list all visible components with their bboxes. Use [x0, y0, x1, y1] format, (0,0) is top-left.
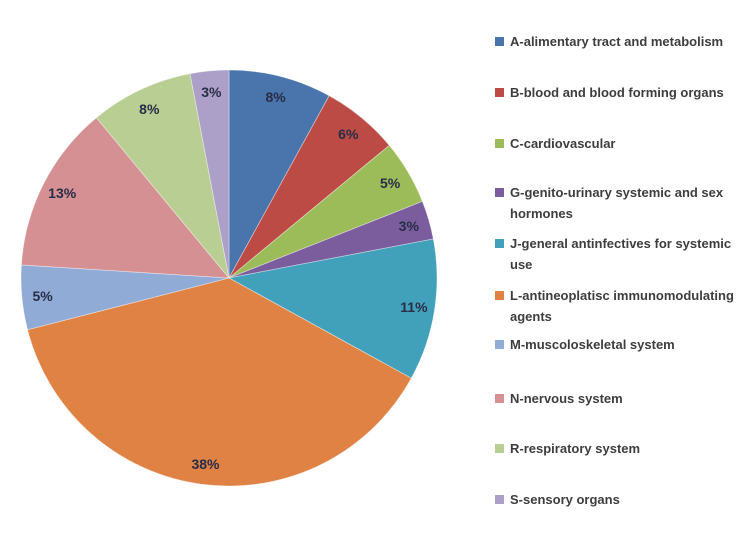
- legend-marker-icon: [495, 239, 504, 248]
- legend-marker-icon: [495, 340, 504, 349]
- legend-label: M-muscoloskeletal system: [510, 337, 675, 352]
- legend-item-C: C-cardiovascular: [495, 133, 747, 154]
- legend-item-L: L-antineoplatisc immunomodulating agents: [495, 285, 747, 327]
- pie-slice-J: [227, 238, 438, 379]
- legend-label: B-blood and blood forming organs: [510, 85, 724, 100]
- legend-label: R-respiratory system: [510, 441, 641, 456]
- pie-slice-S: [189, 69, 230, 279]
- legend-item-R: R-respiratory system: [495, 438, 747, 459]
- pie-slice-B: [228, 95, 390, 279]
- legend-label: A-alimentary tract and metabolism: [510, 34, 724, 49]
- legend-item-A: A-alimentary tract and metabolism: [495, 31, 747, 52]
- pie-slice-A: [228, 69, 330, 279]
- legend-marker-icon: [495, 495, 504, 504]
- legend-item-J: J-general antinfectives for systemic use: [495, 233, 747, 275]
- pie-slice-N: [20, 117, 230, 279]
- legend-label: N-nervous system: [510, 391, 623, 406]
- legend-marker-icon: [495, 139, 504, 148]
- legend-marker-icon: [495, 444, 504, 453]
- legend-marker-icon: [495, 394, 504, 403]
- legend-item-M: M-muscoloskeletal system: [495, 334, 747, 355]
- legend-marker-icon: [495, 291, 504, 300]
- legend-item-S: S-sensory organs: [495, 489, 747, 510]
- legend-label: J-general antinfectives for systemic use: [510, 236, 732, 272]
- pie-slice-R: [95, 73, 230, 279]
- pie-slice-L: [27, 277, 412, 487]
- legend-marker-icon: [495, 37, 504, 46]
- legend-label: G-genito-urinary systemic and sex hormon…: [510, 185, 724, 221]
- legend-marker-icon: [495, 188, 504, 197]
- legend-label: C-cardiovascular: [510, 136, 616, 151]
- legend-label: L-antineoplatisc immunomodulating agents: [510, 288, 734, 324]
- pie-slice-C: [228, 144, 423, 279]
- legend-item-B: B-blood and blood forming organs: [495, 82, 747, 103]
- legend-item-G: G-genito-urinary systemic and sex hormon…: [495, 182, 747, 224]
- legend-marker-icon: [495, 88, 504, 97]
- legend-label: S-sensory organs: [510, 492, 620, 507]
- pie-slice-G: [228, 200, 434, 279]
- legend-item-N: N-nervous system: [495, 388, 747, 409]
- pie-slice-M: [20, 264, 230, 331]
